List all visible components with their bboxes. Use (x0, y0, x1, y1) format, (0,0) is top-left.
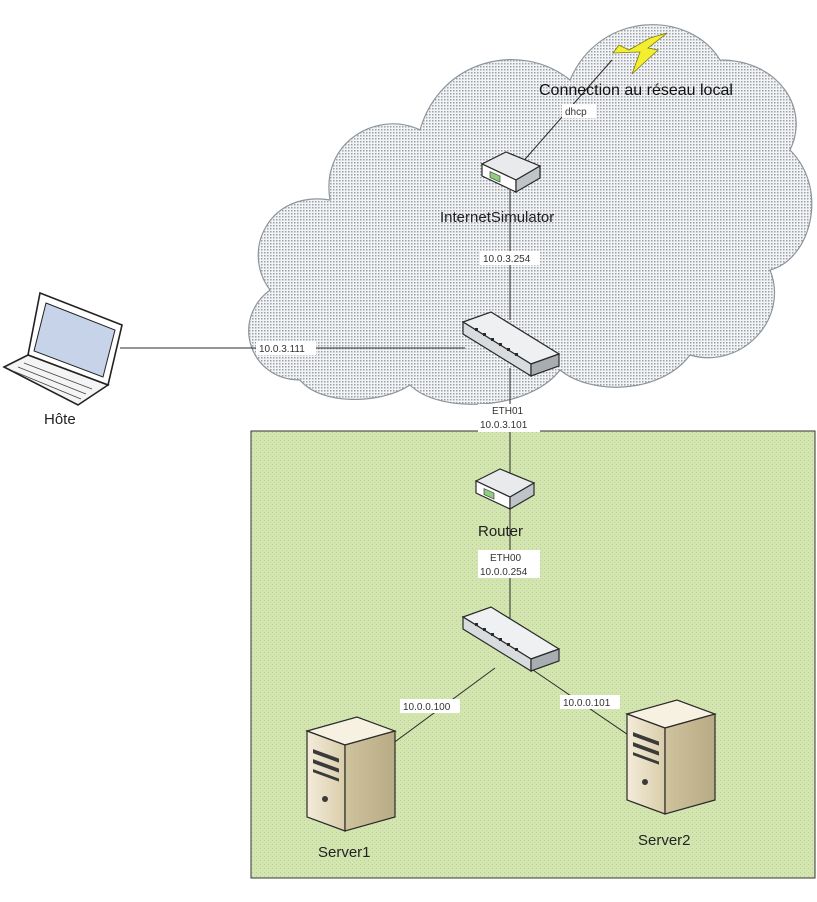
internet-simulator-label: InternetSimulator (440, 209, 554, 226)
link-label-server1-ip: 10.0.0.100 (403, 702, 451, 713)
laptop-icon (2, 291, 123, 406)
server1-label: Server1 (318, 844, 371, 861)
link-label-host-ip: 10.0.3.111 (259, 344, 305, 355)
server2-label: Server2 (638, 832, 691, 849)
switch-icon (461, 606, 561, 673)
link-label-eth01: ETH01 (492, 406, 524, 417)
local-network-label: Connection au réseau local (539, 82, 733, 99)
server-icon (305, 716, 397, 832)
lightning-icon (612, 32, 668, 75)
router-label: Router (478, 523, 523, 540)
link-label-router-lan-ip: 10.0.0.254 (480, 567, 528, 578)
router-icon (474, 468, 536, 511)
link-label-dhcp: dhcp (565, 107, 587, 118)
switch-icon (461, 311, 561, 378)
link-label-sim-ip: 10.0.3.254 (483, 254, 531, 265)
server-icon (625, 699, 717, 815)
internet-cloud (248, 24, 813, 405)
link-label-router-wan-ip: 10.0.3.101 (480, 420, 528, 431)
link-label-eth00: ETH00 (490, 553, 522, 564)
host-label: Hôte (44, 411, 76, 428)
router-icon (480, 151, 542, 194)
link-label-server2-ip: 10.0.0.101 (563, 698, 611, 709)
